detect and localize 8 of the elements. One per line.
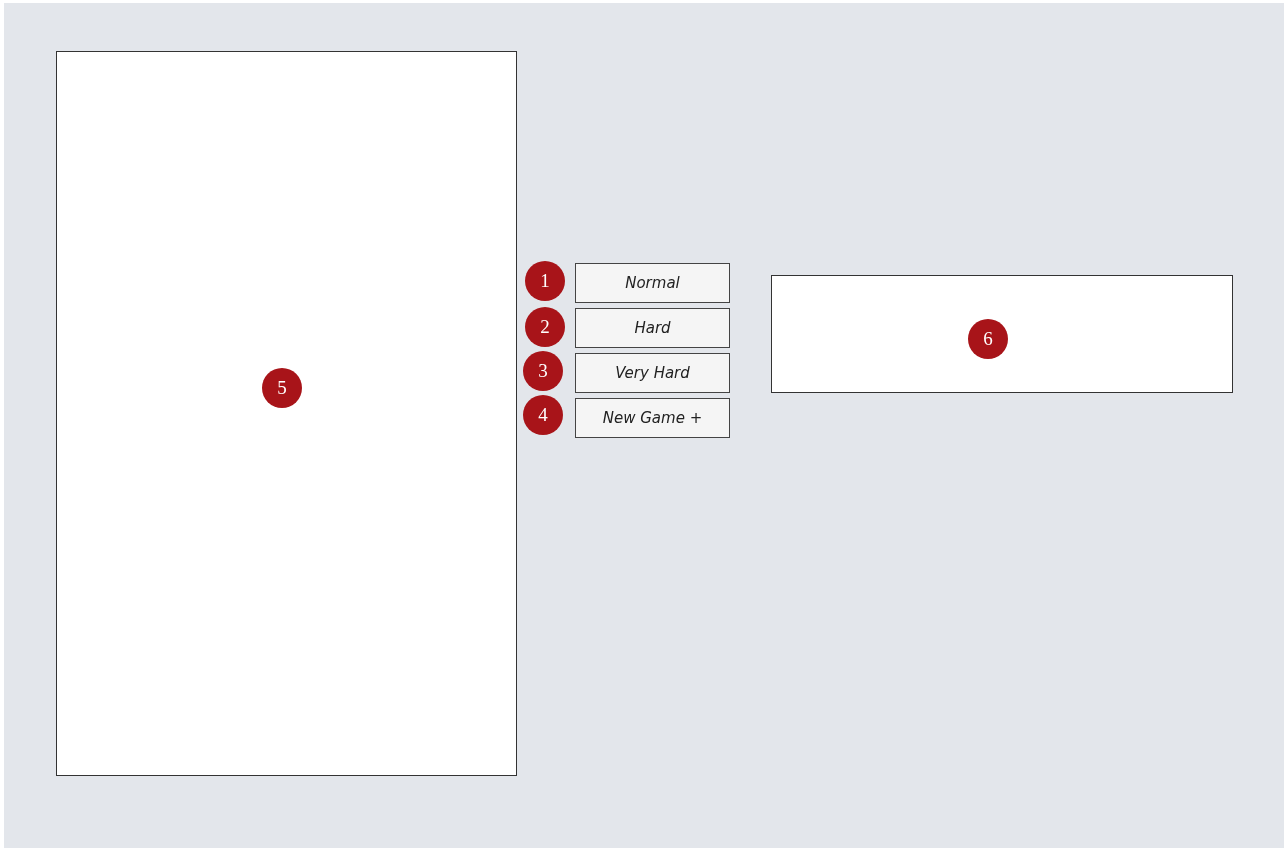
menu-button: Hard (575, 308, 730, 348)
menu-button: Very Hard (575, 353, 730, 393)
wireframe-panel (771, 275, 1233, 393)
callout-number: 6 (968, 319, 1008, 359)
callout-number: 5 (262, 368, 302, 408)
wireframe-panel (56, 51, 517, 776)
menu-button: New Game + (575, 398, 730, 438)
menu-button: Normal (575, 263, 730, 303)
